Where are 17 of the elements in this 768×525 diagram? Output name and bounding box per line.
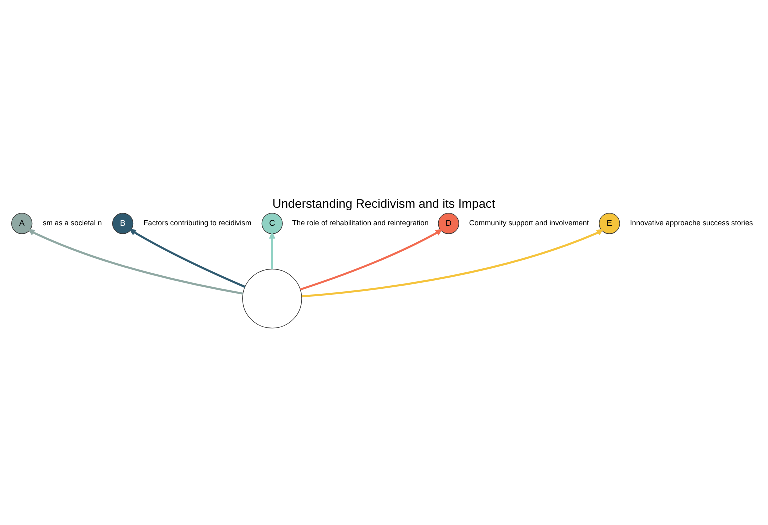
- node-circle: A: [12, 213, 33, 234]
- arrow: [302, 229, 604, 298]
- node-circle: B: [112, 213, 134, 234]
- node-circle: [242, 268, 302, 329]
- diagram-title: Understanding Recidivism and its Impact: [272, 197, 496, 212]
- node-label: Factors contributing to recidivism: [144, 218, 252, 228]
- node-circle: E: [599, 213, 620, 234]
- node-label: Community support and involvement: [469, 218, 590, 228]
- arrow: [28, 228, 244, 295]
- node-circle: C: [262, 213, 283, 234]
- node-label: sm as a societal n: [43, 218, 102, 228]
- arrow: [269, 232, 276, 270]
- node-circle: D: [438, 213, 460, 234]
- arrow: [300, 228, 444, 291]
- arrow: [129, 228, 246, 288]
- node-label: Innovative approache success stories: [630, 218, 754, 228]
- node-label: The role of rehabilitation and reintegration: [292, 218, 429, 228]
